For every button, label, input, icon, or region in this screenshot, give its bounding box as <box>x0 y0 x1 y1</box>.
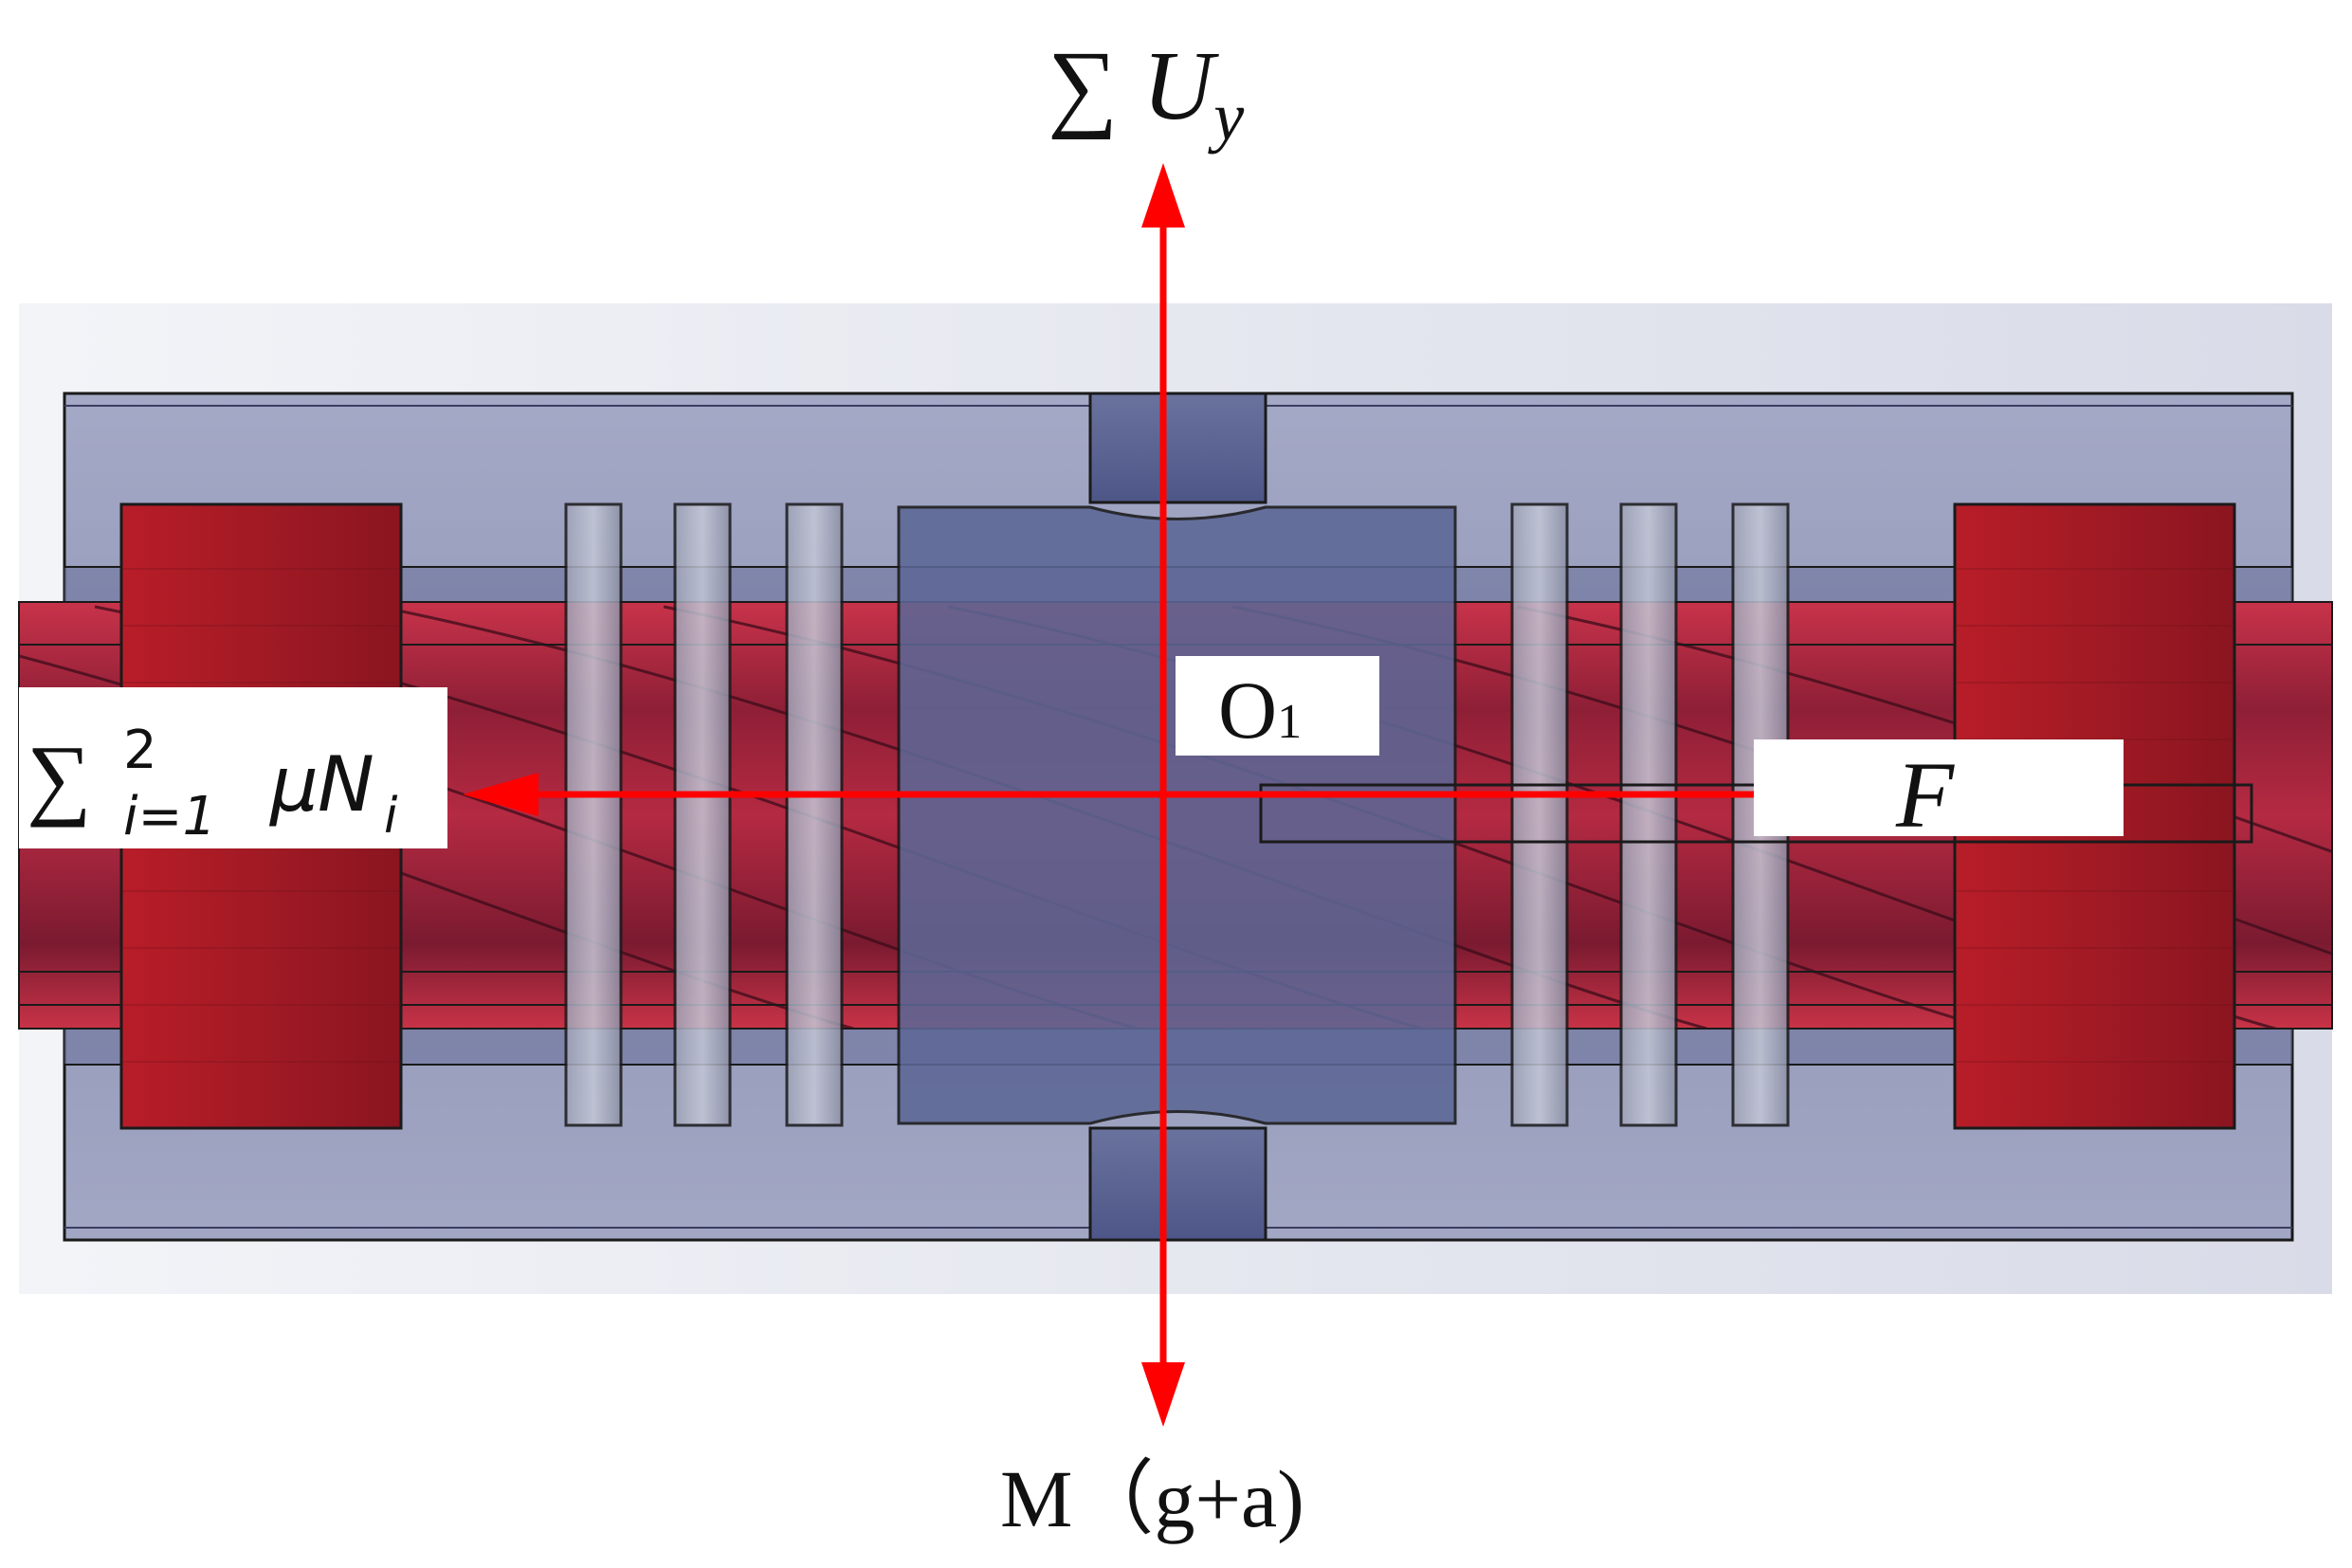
top-force-label: ∑Uy <box>1048 31 1244 155</box>
bearing-bottom <box>1088 1126 1267 1242</box>
friction-force-label: ∑ <box>27 726 91 828</box>
nut-block <box>897 505 1457 1125</box>
arrowhead-left-icon <box>463 773 538 816</box>
y-subscript: y <box>1207 79 1244 155</box>
friction-label-box <box>19 687 447 848</box>
applied-force-label: F <box>1895 742 1955 848</box>
n-subscript: i <box>384 788 398 845</box>
n-variable: N <box>318 740 374 829</box>
origin-label: O1 <box>1218 665 1302 756</box>
mu-symbol: μ <box>268 740 319 829</box>
vertical-force-arrow <box>1141 163 1185 1427</box>
origin-subscript: 1 <box>1277 695 1302 749</box>
f-label-box <box>1754 739 2124 836</box>
u-variable: U <box>1142 31 1219 140</box>
gravity-force-label: M（g+a) <box>1000 1453 1304 1544</box>
bearing-top <box>1088 392 1267 504</box>
plates-right <box>1510 502 1790 1127</box>
origin-letter: O <box>1218 665 1277 756</box>
sum-symbol: ∑ <box>27 726 91 828</box>
sum-subscript: i=1 <box>123 786 216 848</box>
arrowhead-down-icon <box>1141 1362 1185 1427</box>
arrowhead-up-icon <box>1141 163 1185 228</box>
sum-superscript: 2 <box>123 720 157 781</box>
plates-left <box>564 502 844 1127</box>
horizontal-force-arrow <box>463 773 1754 816</box>
origin-label-box <box>1176 656 1379 756</box>
sigma-symbol: ∑ <box>1048 31 1118 140</box>
